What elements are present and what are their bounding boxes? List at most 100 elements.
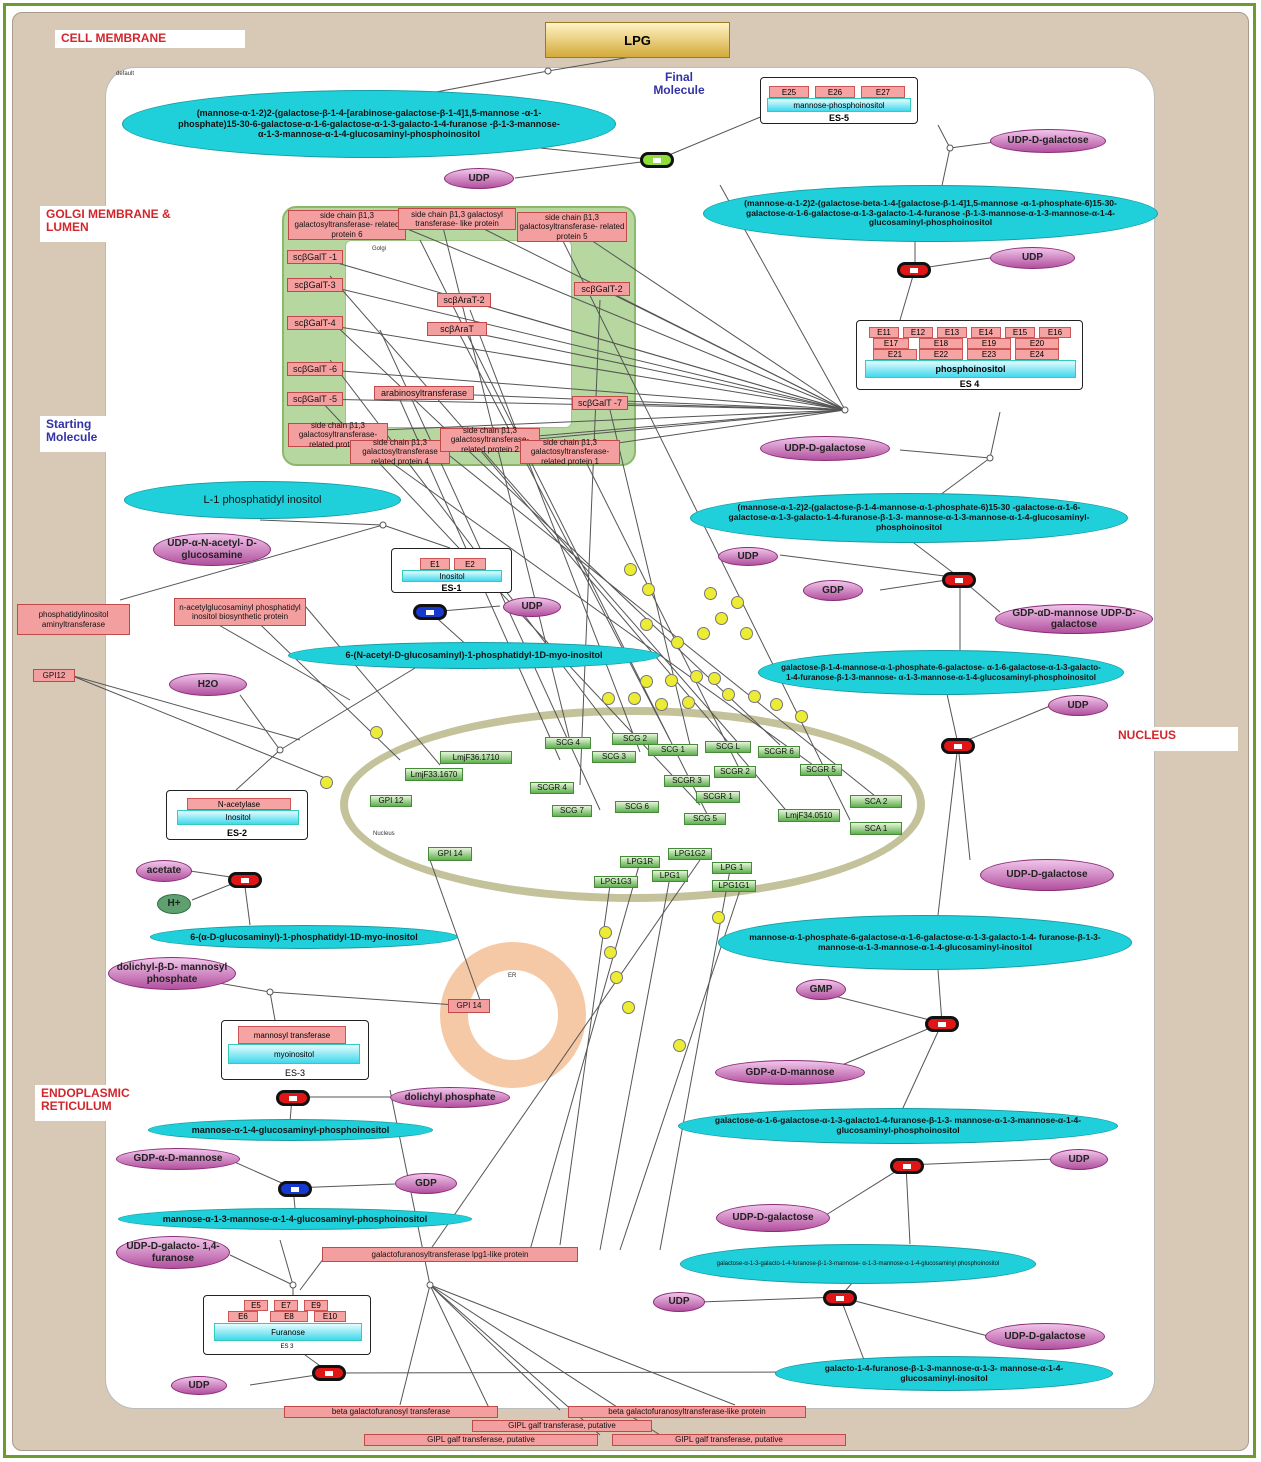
complex-es5[interactable]: E25 E26 E27 mannose-phosphoinositol ES-5 xyxy=(760,77,918,124)
gene-lpg1r[interactable]: LPG1R xyxy=(620,856,660,868)
udp-top[interactable]: UDP xyxy=(444,168,514,189)
udp-3[interactable]: UDP xyxy=(718,547,778,566)
process-node-furanose[interactable] xyxy=(312,1365,346,1381)
dolichyl-mannosyl-phosphate[interactable]: dolichyl-β-D- mannosyl phosphate xyxy=(108,957,236,990)
process-node-es2[interactable] xyxy=(228,872,262,888)
metabolite-mannose-a13[interactable]: mannose-α-1-3-mannose-α-1-4-glucosaminyl… xyxy=(118,1208,472,1230)
udp-2[interactable]: UDP xyxy=(990,247,1075,269)
gdp-mannose-2[interactable]: GDP-α-D-mannose xyxy=(715,1060,865,1085)
udp-7[interactable]: UDP xyxy=(503,597,561,617)
metabolite-6-n-acetyl[interactable]: 6-(N-acetyl-D-glucosaminyl)-1-phosphatid… xyxy=(288,642,660,669)
gene-lpg1g1[interactable]: LPG1G1 xyxy=(712,880,756,892)
dolichyl-phosphate[interactable]: dolichyl phosphate xyxy=(390,1087,510,1108)
complex-es3[interactable]: mannosyl transferase myoinositol ES-3 xyxy=(221,1020,369,1080)
udp-galactose-2[interactable]: UDP-D-galactose xyxy=(760,436,890,461)
process-node-es1[interactable] xyxy=(413,604,447,620)
golgi-enzyme-galt3[interactable]: scβGalT-3 xyxy=(287,278,343,292)
complex-es3-furanose[interactable]: E5 E7 E9 E6 E8 E10 Furanose ES 3 xyxy=(203,1295,371,1355)
udp-galactose-6[interactable]: UDP-D-galactose xyxy=(985,1323,1105,1350)
golgi-enzyme-galt2[interactable]: scβGalT-2 xyxy=(574,282,630,296)
udp-galactose-4[interactable]: UDP-D-galactose xyxy=(980,859,1114,891)
enzyme-galactofuranosyltransferase[interactable]: galactofuranosyltransferase lpg1-like pr… xyxy=(322,1247,578,1262)
gene-lpg1g2[interactable]: LPG1G2 xyxy=(668,848,712,860)
golgi-enzyme-arat2[interactable]: scβAraT-2 xyxy=(437,293,491,307)
golgi-enzyme-srp6[interactable]: side chain β1,3 galactosyltransferase- r… xyxy=(288,210,406,240)
golgi-enzyme-arat[interactable]: scβAraT xyxy=(427,322,487,336)
metabolite-6-alpha-d-glucosaminyl[interactable]: 6-(α-D-glucosaminyl)-1-phosphatidyl-1D-m… xyxy=(150,925,458,949)
gene-scgr6[interactable]: SCGR 6 xyxy=(758,746,800,758)
gene-lpg-1[interactable]: LPG 1 xyxy=(712,862,752,874)
h-plus[interactable]: H+ xyxy=(157,894,191,914)
process-node-es3[interactable] xyxy=(276,1090,310,1106)
metabolite-galactose-b14[interactable]: galactose-β-1-4-mannose-α-1-phosphate-6-… xyxy=(758,650,1124,695)
golgi-enzyme-galt5[interactable]: scβGalT -5 xyxy=(287,392,343,406)
process-node-gal14[interactable] xyxy=(941,738,975,754)
gene-lpg1g3[interactable]: LPG1G3 xyxy=(594,876,638,888)
process-node-es4[interactable] xyxy=(897,262,931,278)
udp-8[interactable]: UDP xyxy=(171,1376,227,1395)
golgi-enzyme-like[interactable]: side chain β1,3 galactosyl transferase- … xyxy=(398,208,516,230)
gene-lmjf34[interactable]: LmjF34.0510 xyxy=(778,809,840,822)
udp-4[interactable]: UDP xyxy=(1048,695,1108,716)
udp-galactose-5[interactable]: UDP-D-galactose xyxy=(716,1204,830,1232)
gene-gpi12[interactable]: GPI 12 xyxy=(370,795,412,807)
gene-scgl[interactable]: SCG L xyxy=(705,741,751,753)
gene-scgr3[interactable]: SCGR 3 xyxy=(664,775,710,787)
golgi-enzyme-srp5[interactable]: side chain β1,3 galactosyltransferase- r… xyxy=(517,212,627,242)
udp-5[interactable]: UDP xyxy=(1050,1149,1108,1170)
gene-scg2[interactable]: SCG 2 xyxy=(612,733,658,745)
process-node-mannose[interactable] xyxy=(942,572,976,588)
h2o[interactable]: H2O xyxy=(169,673,247,696)
udp-n-acetyl-glucosamine[interactable]: UDP-α-N-acetyl- D-glucosamine xyxy=(153,533,271,566)
gene-scgr5[interactable]: SCGR 5 xyxy=(800,764,842,776)
udp-galactose-top[interactable]: UDP-D-galactose xyxy=(990,129,1106,153)
golgi-enzyme-galt7[interactable]: scβGalT -7 xyxy=(572,396,628,410)
enzyme-gpi14-er[interactable]: GPI 14 xyxy=(448,999,490,1013)
gene-scgr1[interactable]: SCGR 1 xyxy=(696,791,740,803)
udp-6[interactable]: UDP xyxy=(653,1292,705,1312)
golgi-enzyme-galt1[interactable]: scβGalT -1 xyxy=(287,250,343,264)
process-node-final[interactable] xyxy=(640,152,674,168)
process-node-gmp[interactable] xyxy=(925,1016,959,1032)
metabolite-galactose-a16[interactable]: galactose-α-1-6-galactose-α-1-3-galacto1… xyxy=(678,1108,1118,1144)
metabolite-mannose-a14[interactable]: mannose-α-1-4-glucosaminyl-phosphoinosit… xyxy=(148,1119,433,1141)
gene-lmjf36[interactable]: LmjF36.1710 xyxy=(440,751,512,764)
golgi-enzyme-galt4[interactable]: scβGalT-4 xyxy=(287,316,343,330)
gdp-1[interactable]: GDP xyxy=(803,580,863,601)
metabolite-galactose-a13[interactable]: galactose-α-1-3-galacto-1-4-furanose-β-1… xyxy=(680,1244,1036,1284)
gene-lmjf33[interactable]: LmjF33.1670 xyxy=(405,768,463,781)
process-node-gal13[interactable] xyxy=(823,1290,857,1306)
complex-es4[interactable]: E11 E12 E13 E14 E15 E16 E17 E18 E19 E20 … xyxy=(856,320,1083,390)
gmp[interactable]: GMP xyxy=(796,979,846,1000)
gene-scg3[interactable]: SCG 3 xyxy=(592,751,636,763)
gdp-3[interactable]: GDP xyxy=(395,1173,457,1194)
gene-lpg1[interactable]: LPG1 xyxy=(652,870,688,882)
gene-gpi14[interactable]: GPI 14 xyxy=(428,847,472,861)
enzyme-pi-aminyltransferase[interactable]: phosphatidylinositol aminyltransferase xyxy=(17,604,130,635)
udp-galactofuranose[interactable]: UDP-D-galacto- 1,4-furanose xyxy=(116,1236,230,1269)
enzyme-beta-galf-transferase[interactable]: beta galactofuranosyl transferase xyxy=(284,1406,498,1418)
lpg-final-product[interactable]: LPG xyxy=(545,22,730,58)
metabolite-galacto-furanose[interactable]: galacto-1-4-furanose-β-1-3-mannose-α-1-3… xyxy=(775,1356,1113,1391)
golgi-enzyme-srp1[interactable]: side chain β1,3 galactosyltransferase- r… xyxy=(520,438,620,466)
gene-scg1[interactable]: SCG 1 xyxy=(648,744,698,756)
golgi-enzyme-galt6[interactable]: scβGalT -6 xyxy=(287,362,343,376)
gene-scg7[interactable]: SCG 7 xyxy=(552,805,592,817)
acetate[interactable]: acetate xyxy=(136,860,192,882)
enzyme-gpi12[interactable]: GPI12 xyxy=(33,669,75,682)
gene-sca1[interactable]: SCA 1 xyxy=(850,822,902,835)
enzyme-beta-galf-like[interactable]: beta galactofuranosyltransferase-like pr… xyxy=(568,1406,806,1418)
enzyme-gipl-galf-1[interactable]: GIPL galf transferase, putative xyxy=(472,1420,652,1432)
metabolite-final-glycan[interactable]: (mannose-α-1-2)2-(galactose-β-1-4-[arabi… xyxy=(122,90,616,158)
gene-scgr4[interactable]: SCGR 4 xyxy=(530,782,574,794)
gdp-mannose-udp-galactose[interactable]: GDP-αD-mannose UDP-D-galactose xyxy=(995,604,1153,634)
complex-es2[interactable]: N-acetylase Inositol ES-2 xyxy=(166,790,308,840)
gene-sca2[interactable]: SCA 2 xyxy=(850,795,902,808)
enzyme-n-acetylglucosaminyl[interactable]: n-acetylglucosaminyl phosphatidyl inosit… xyxy=(174,598,306,626)
golgi-enzyme-srp4[interactable]: side chain β1,3 galactosyltransferase re… xyxy=(350,438,450,466)
metabolite-mannose-phosphate6[interactable]: mannose-α-1-phosphate-6-galactose-α-1-6-… xyxy=(718,915,1132,970)
metabolite-mannose-phosphate-chain[interactable]: (mannose-α-1-2)2-(galactose-β-1-4-mannos… xyxy=(690,493,1128,543)
gdp-mannose-3[interactable]: GDP-α-D-mannose xyxy=(116,1148,240,1170)
gene-scgr2[interactable]: SCGR 2 xyxy=(714,766,756,778)
golgi-enzyme-arabinosyltransferase[interactable]: arabinosyltransferase xyxy=(374,386,474,400)
